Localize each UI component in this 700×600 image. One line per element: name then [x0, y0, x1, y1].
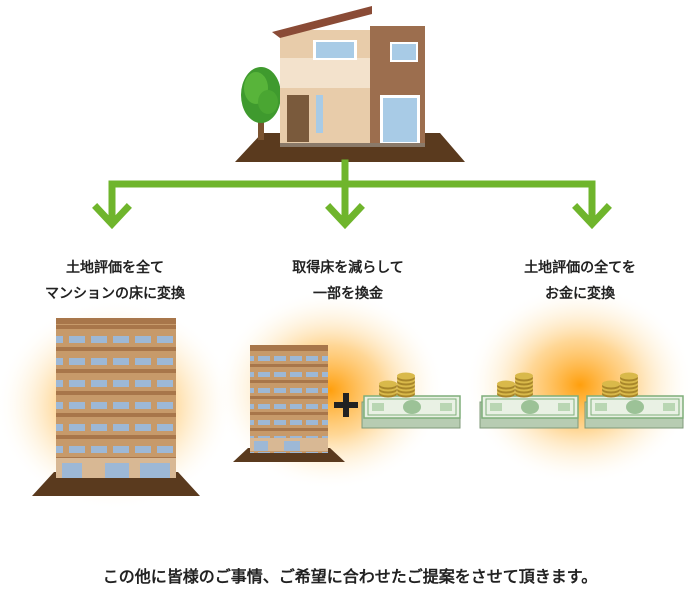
arrowhead-middle	[325, 203, 365, 230]
coin-stack-2	[515, 372, 533, 398]
coin-stack-2	[620, 372, 638, 398]
tree	[241, 67, 281, 140]
apartment-building-large	[32, 318, 200, 496]
option-2-line-1: 取得床を減らして	[292, 260, 404, 276]
money-stack-right-2	[584, 372, 684, 429]
house-illustration	[235, 6, 465, 162]
coin-stack-1	[602, 380, 620, 398]
option-caption-1: 土地評価を全て マンションの床に変換	[0, 255, 230, 307]
arrowhead-right	[572, 203, 612, 230]
glow-right	[465, 285, 695, 485]
banknote-bundle	[361, 395, 461, 429]
plus-icon	[334, 393, 358, 417]
option-caption-2: 取得床を減らして 一部を換金	[233, 255, 463, 307]
banknote-bundle	[479, 395, 579, 429]
option-caption-3: 土地評価の全てを お金に変換	[465, 255, 695, 307]
apartment-building-small	[233, 345, 345, 462]
coin-stack-2	[397, 372, 415, 398]
coin-stack-1	[379, 380, 397, 398]
coin-stack-1	[497, 380, 515, 398]
option-1-line-2: マンションの床に変換	[45, 286, 185, 302]
option-3-line-1: 土地評価の全てを	[524, 260, 636, 276]
arrowhead-left	[92, 203, 132, 230]
branch-arrows	[92, 159, 612, 230]
money-stack-middle	[361, 372, 461, 429]
footer-note: この他に皆様のご事情、ご希望に合わせたご提案をさせて頂きます。	[102, 567, 598, 586]
money-stack-right-1	[479, 372, 579, 429]
option-2-line-2: 一部を換金	[313, 286, 383, 302]
option-1-line-1: 土地評価を全て	[66, 260, 164, 276]
option-3-line-2: お金に変換	[545, 286, 615, 302]
banknote-bundle	[584, 395, 684, 429]
